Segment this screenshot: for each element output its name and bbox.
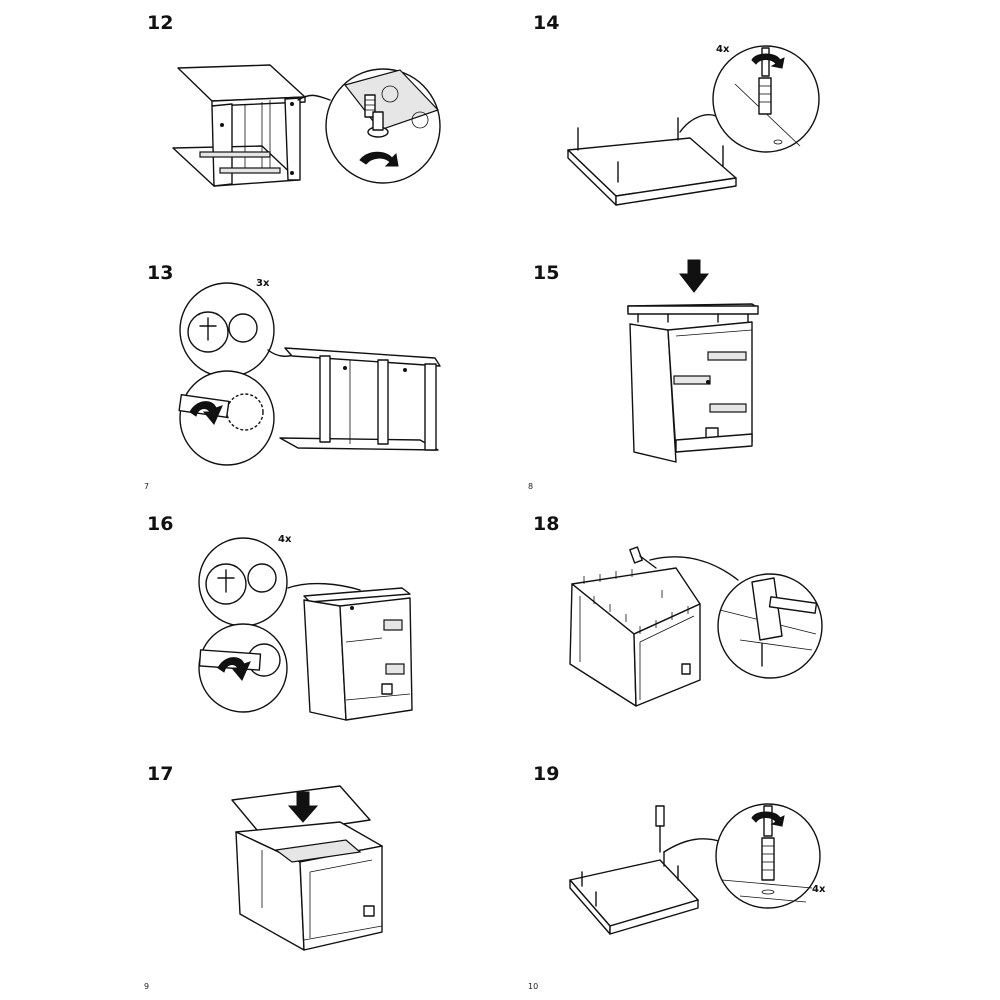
page-number: 7 xyxy=(144,482,150,491)
screw-icon xyxy=(761,805,775,881)
step-14-number: 14 xyxy=(533,12,560,34)
rotate-arrow-icon xyxy=(359,151,399,167)
drawer-front-panel xyxy=(569,859,699,927)
step-16-number: 16 xyxy=(147,513,174,535)
drawer-runner xyxy=(383,619,403,631)
screwdriver-icon xyxy=(655,805,665,853)
arrow-down-icon xyxy=(287,791,319,823)
dowel-icon xyxy=(577,117,724,183)
hammer-icon xyxy=(629,546,657,569)
rotate-arrow-icon xyxy=(217,657,251,681)
step-14-quantity: 4x xyxy=(716,44,730,55)
step-17-number: 17 xyxy=(147,763,174,785)
step-15-illustration xyxy=(627,259,759,463)
step-18-number: 18 xyxy=(533,513,560,535)
rotate-arrow-icon xyxy=(751,811,785,827)
page-number: 9 xyxy=(144,982,150,991)
step-19-number: 19 xyxy=(533,763,560,785)
drawer-runner xyxy=(709,403,747,413)
step-15-number: 15 xyxy=(533,262,560,284)
step-16-quantity: 4x xyxy=(278,534,292,545)
bottom-panel xyxy=(279,437,439,451)
hammer-icon xyxy=(751,577,818,641)
screw-icon xyxy=(758,47,772,115)
dowel-icon xyxy=(581,851,679,907)
page-number: 8 xyxy=(528,482,534,491)
step-14-illustration xyxy=(567,45,820,206)
detail-zoom-circle xyxy=(179,370,275,466)
top-panel xyxy=(284,347,441,367)
page-number: 10 xyxy=(528,982,539,991)
step-12-number: 12 xyxy=(147,12,174,34)
drawer-runner xyxy=(707,351,747,361)
top-panel xyxy=(177,64,306,102)
nail-row xyxy=(583,569,689,634)
drawer-runner xyxy=(385,663,405,675)
step-19-illustration xyxy=(569,803,821,935)
arrow-down-icon xyxy=(678,259,710,293)
rotate-arrow-icon xyxy=(189,401,223,425)
screw-icon xyxy=(364,94,389,138)
step-17-illustration xyxy=(231,785,383,951)
step-19-quantity: 4x xyxy=(812,884,826,895)
step-13-quantity: 3x xyxy=(256,278,270,289)
step-16-illustration xyxy=(198,537,413,721)
cam-lock-icon xyxy=(187,311,258,353)
cam-lock-icon xyxy=(205,563,277,605)
step-13-illustration xyxy=(178,282,441,466)
step-18-illustration xyxy=(569,546,823,707)
step-12-illustration xyxy=(172,64,441,187)
rotate-arrow-icon xyxy=(751,53,785,69)
step-13-number: 13 xyxy=(147,262,174,284)
